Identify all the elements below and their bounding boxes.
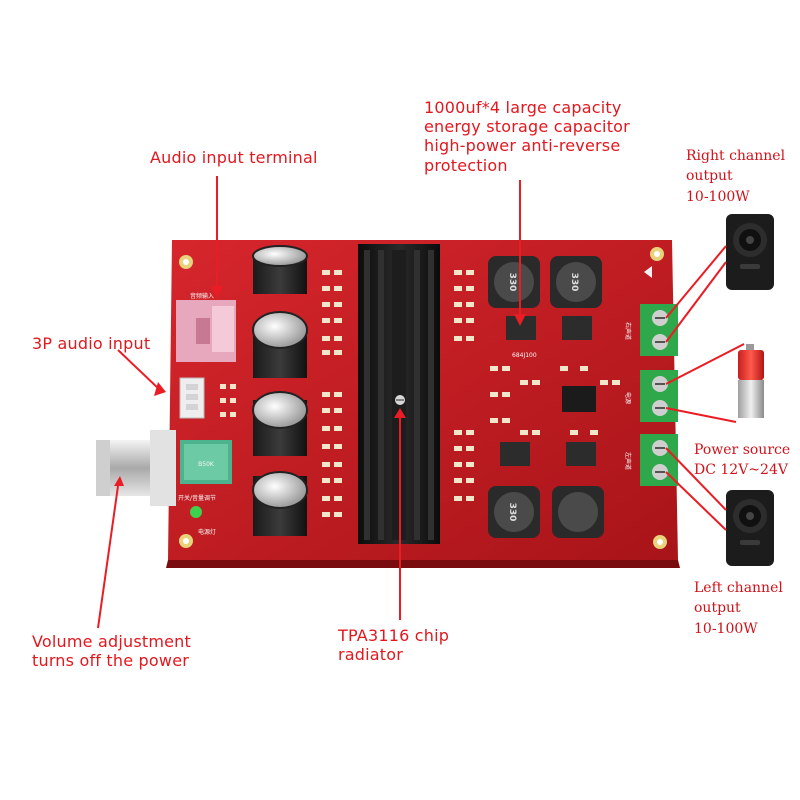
capacitor-line-3: high-power anti-reverse <box>424 136 621 156</box>
smd-components-left <box>220 270 620 517</box>
capacitor-4 <box>252 471 308 536</box>
capacitor-line-2: energy storage capacitor <box>424 117 630 137</box>
volume-annotation: Volume adjustment turns off the power <box>32 632 191 670</box>
power-silkscreen: 电源 <box>624 392 632 404</box>
inductor-bottom-right <box>552 442 604 538</box>
right-out-silkscreen: 右声道 <box>624 322 632 340</box>
power-source-line-2: DC 12V~24V <box>694 462 788 479</box>
left-channel-line-3: 10-100W <box>694 620 758 637</box>
audio-input-terminal-label: Audio input terminal <box>150 148 318 167</box>
right-channel-line-2: output <box>686 168 733 185</box>
battery-icon <box>738 344 764 418</box>
chip-annotation: TPA3116 chip radiator <box>338 626 449 664</box>
power-led-silkscreen: 电源灯 <box>198 528 216 536</box>
3p-connector <box>179 377 205 419</box>
left-channel-line-2: output <box>694 600 741 617</box>
potentiometer: B50K <box>180 440 232 484</box>
power-led <box>190 506 202 518</box>
pot-marking: B50K <box>198 461 215 468</box>
left-channel-line-1: Left channel <box>694 580 783 596</box>
inductor-bottom-left: 330 <box>488 442 540 538</box>
inductor-marking: 330 <box>507 273 517 292</box>
capacitor-line-4: protection <box>424 155 508 175</box>
audio-jack <box>176 300 236 362</box>
volume-line-2: turns off the power <box>32 651 190 671</box>
left-channel-annotation: Left channel output 10-100W <box>694 578 783 639</box>
capacitor-annotation: 1000uf*4 large capacity energy storage c… <box>424 98 630 175</box>
right-channel-line-1: Right channel <box>686 148 786 164</box>
inductor-top-right: 330 <box>550 256 602 340</box>
capacitor-1 <box>252 245 308 294</box>
capacitor-line-1: 1000uf*4 large capacity <box>424 98 622 117</box>
audio-3p-label: 3P audio input <box>32 334 151 353</box>
inductor-marking: 330 <box>569 273 579 292</box>
terminal-power <box>640 370 678 422</box>
power-source-annotation: Power source DC 12V~24V <box>694 440 790 481</box>
speaker-left-icon <box>726 490 774 566</box>
switch-volume-silkscreen: 开关/音量调节 <box>178 494 216 502</box>
volume-knob <box>96 430 176 506</box>
right-channel-line-3: 10-100W <box>686 188 750 205</box>
power-source-line-1: Power source <box>694 442 791 458</box>
chip-line-2: radiator <box>338 645 404 665</box>
volume-line-1: Volume adjustment <box>32 632 191 651</box>
capacitor-3 <box>252 391 308 456</box>
chip-line-1: TPA3116 chip <box>338 626 450 645</box>
right-channel-annotation: Right channel output 10-100W <box>686 146 785 207</box>
speaker-right-icon <box>726 214 774 290</box>
capacitor-2 <box>252 311 308 378</box>
audio-in-silkscreen: 音频输入 <box>190 292 214 300</box>
inductor-lower-marking: 684J100 <box>512 352 537 359</box>
diode <box>562 386 596 412</box>
annotation-leaders <box>97 176 745 629</box>
inductor-top-left: 330 <box>488 256 540 340</box>
inductor-marking: 330 <box>507 503 517 522</box>
left-out-silkscreen: 左声道 <box>624 452 632 470</box>
